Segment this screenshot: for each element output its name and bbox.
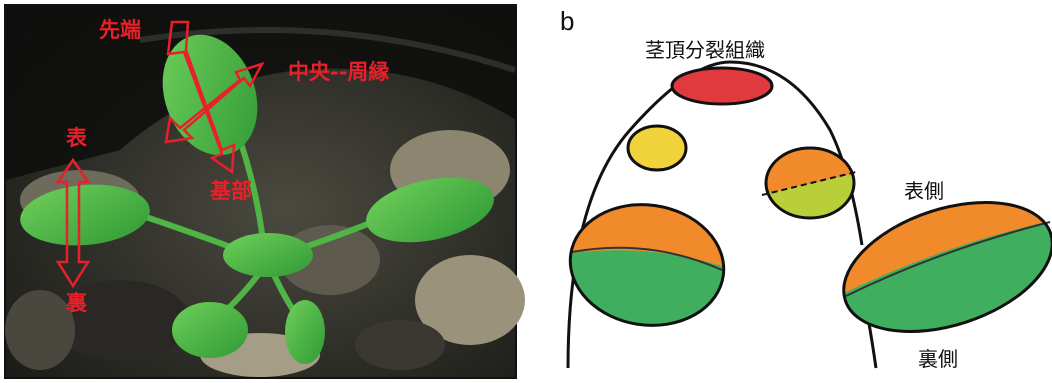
panel-b: b 茎頂分裂組織 (560, 6, 1052, 371)
label-sam: 茎頂分裂組織 (645, 38, 765, 62)
panel-a: a 先端 中央--周縁 基部 表 裏 (5, 5, 525, 378)
panel-b-letter: b (560, 6, 574, 36)
label-base: 基部 (210, 179, 252, 203)
bottom-leaf-right (285, 300, 325, 364)
meristem-red (672, 68, 772, 104)
right-leaf-section (827, 178, 1052, 355)
label-adaxial-side: 表側 (904, 179, 944, 203)
label-abaxial: 裏 (65, 291, 88, 315)
panel-a-letter: a (14, 13, 29, 43)
label-center-periphery: 中央--周縁 (288, 60, 389, 84)
bottom-leaf-left (172, 302, 248, 358)
rosette-center (223, 233, 313, 277)
label-tip: 先端 (99, 18, 141, 42)
primordium-yellow (628, 126, 686, 170)
label-adaxial: 表 (66, 126, 88, 150)
primordium-split (760, 140, 870, 230)
label-abaxial-side: 裏側 (918, 347, 958, 371)
